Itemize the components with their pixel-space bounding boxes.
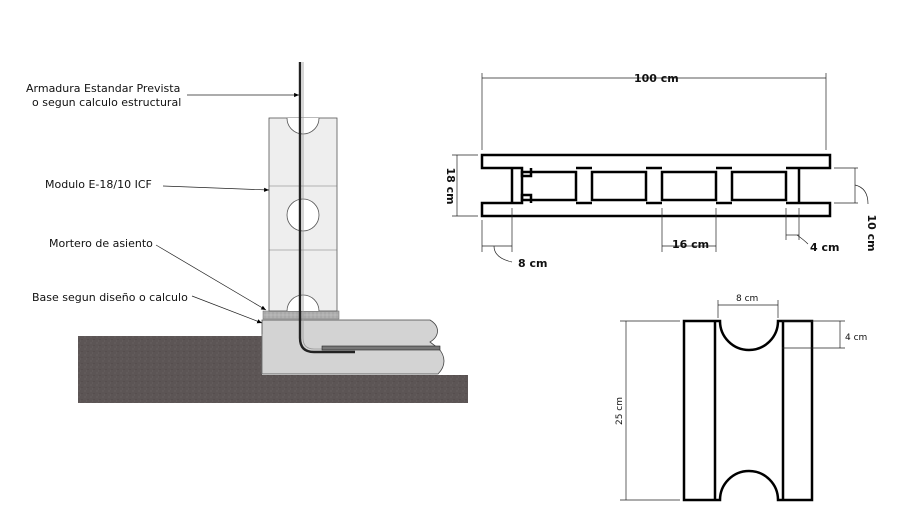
dim-block-height: 25 cm	[615, 397, 625, 425]
dim-height: 18 cm	[444, 167, 457, 204]
rebar-horizontal	[321, 345, 441, 351]
dim-wall-thickness: 4 cm	[810, 241, 839, 254]
dim-notch-depth: 4 cm	[845, 333, 867, 343]
wall-section-detail: Armadura Estandar Prevista o segun calcu…	[26, 62, 468, 403]
label-base: Base segun diseño o calculo	[32, 291, 188, 304]
dim-end-offset: 8 cm	[518, 257, 547, 270]
label-armadura-line2: o segun calculo estructural	[32, 96, 181, 109]
icf-plan-view: 100 cm 18 cm 10 cm 16 cm 4 cm 8 cm	[444, 72, 878, 270]
rebar-vertical	[298, 62, 355, 354]
dim-web-spacing: 16 cm	[672, 238, 709, 251]
plan-cells	[520, 170, 788, 202]
dim-notch-width: 8 cm	[736, 294, 758, 304]
label-mortero: Mortero de asiento	[49, 237, 153, 250]
ground-slab	[78, 336, 468, 403]
label-modulo: Modulo E-18/10 ICF	[45, 178, 152, 191]
label-armadura-line1: Armadura Estandar Prevista	[26, 82, 180, 95]
dim-core-depth: 10 cm	[865, 214, 878, 251]
dim-total-width: 100 cm	[634, 72, 679, 85]
icf-block-elevation: 8 cm 4 cm 25 cm	[615, 294, 867, 502]
